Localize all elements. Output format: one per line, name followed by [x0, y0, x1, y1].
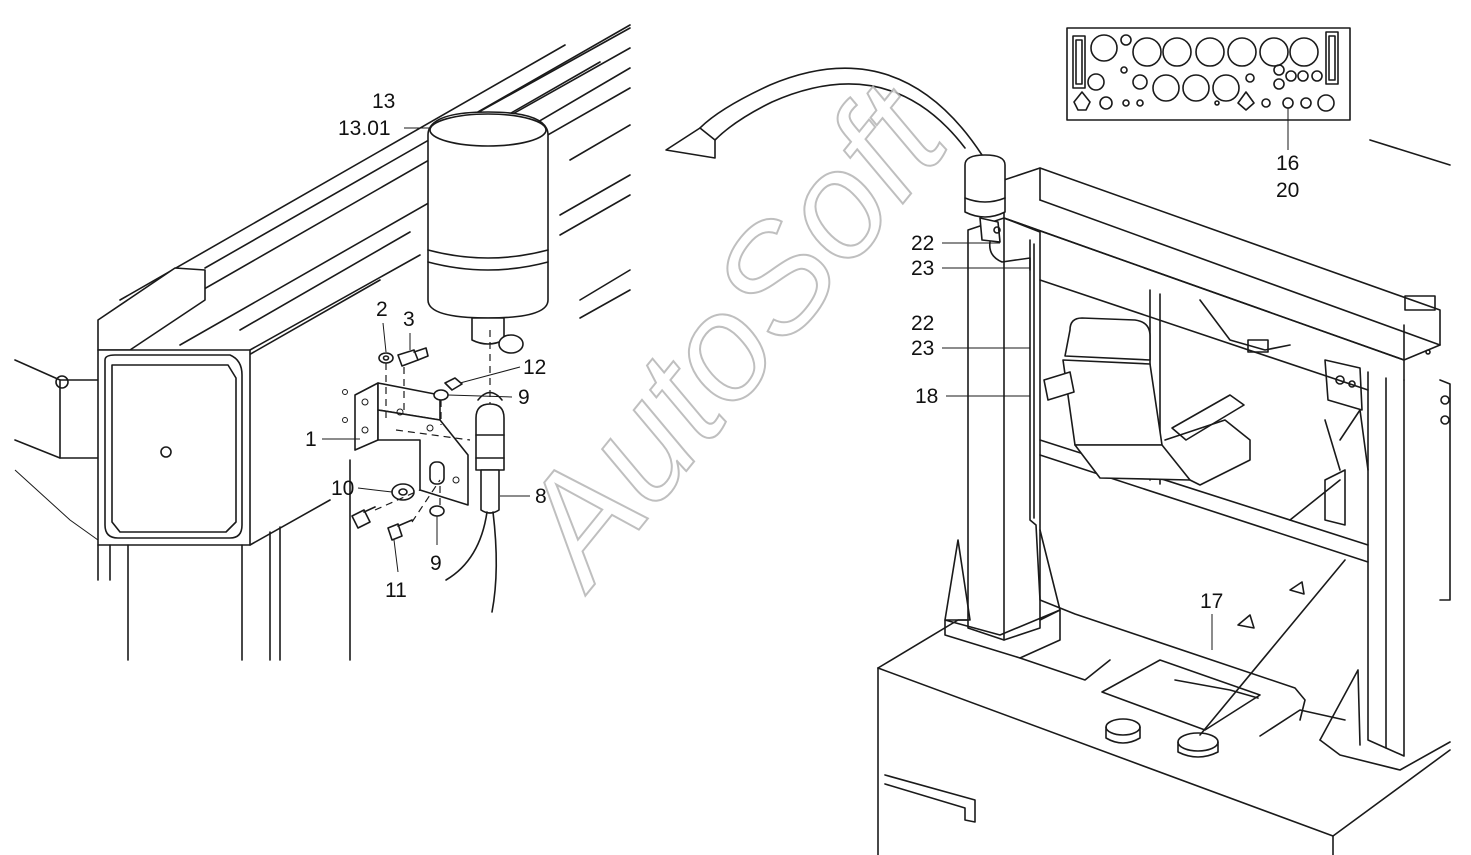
- assembly-lines: [374, 330, 491, 523]
- callout-20: 20: [1276, 179, 1299, 202]
- callout-17: 17: [1200, 590, 1223, 613]
- callout-13: 13: [372, 90, 395, 113]
- callout-22-bottom: 22: [911, 312, 934, 335]
- callout-22-top: 22: [911, 232, 934, 255]
- callout-10: 10: [331, 477, 354, 500]
- mounting-bracket: [342, 382, 469, 506]
- callout-2: 2: [376, 298, 388, 321]
- callout-labels: 13 13.01 2 3 12 9 1 10 8 9 11 16 20 22 2…: [305, 90, 1299, 613]
- detail-arrow: [665, 67, 983, 159]
- cab-frame-detail: [14, 24, 631, 661]
- callout-8: 8: [535, 485, 547, 508]
- dashboard-inset: [1066, 27, 1351, 150]
- callout-23-bottom: 23: [911, 337, 934, 360]
- callout-11: 11: [385, 579, 407, 602]
- autosoft-watermark: AutoSoft: [479, 53, 980, 616]
- callout-9-top: 9: [518, 386, 530, 409]
- fasteners: [351, 347, 463, 541]
- callout-12: 12: [523, 356, 546, 379]
- left-leaders: [322, 127, 530, 573]
- callout-9-bottom: 9: [430, 552, 442, 575]
- callout-16: 16: [1276, 152, 1299, 175]
- right-leaders: [942, 242, 1213, 650]
- beacon-lamp: [427, 111, 549, 354]
- callout-23-top: 23: [911, 257, 934, 280]
- callout-1: 1: [305, 428, 317, 451]
- callout-13-01: 13.01: [338, 117, 391, 140]
- cab-overview: [877, 139, 1451, 855]
- callout-3: 3: [403, 308, 415, 331]
- lamp-socket: [445, 391, 505, 613]
- callout-18: 18: [915, 385, 938, 408]
